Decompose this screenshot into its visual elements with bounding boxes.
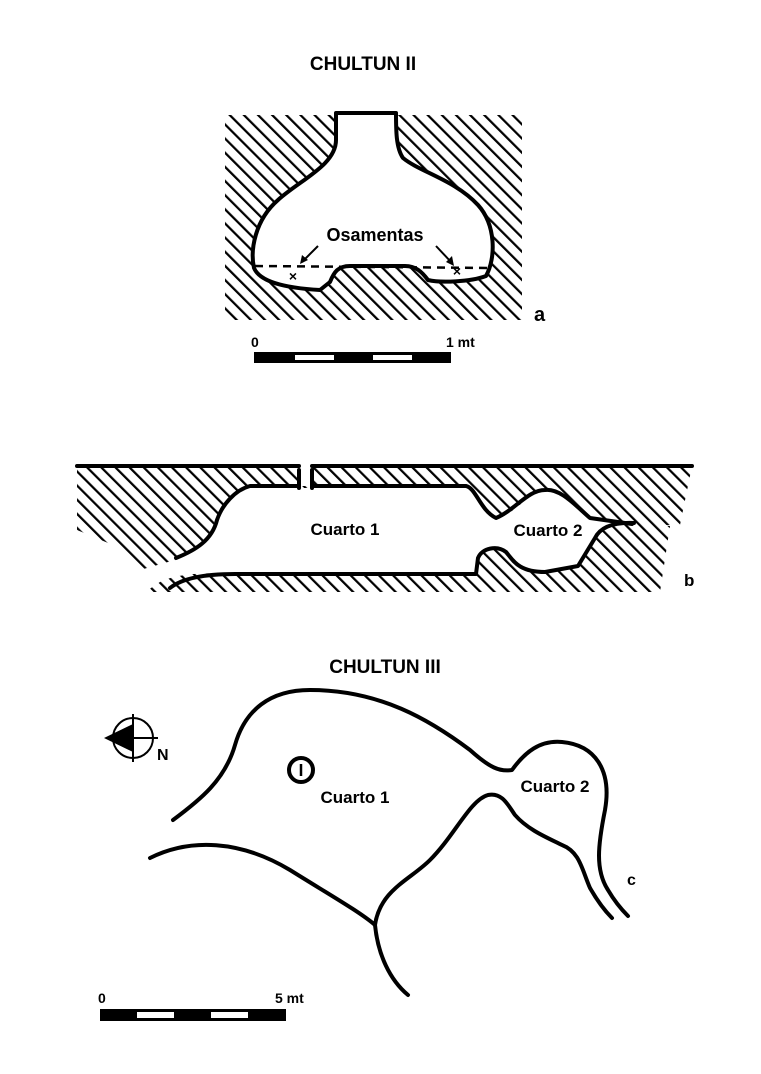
- scale-a-start: 0: [251, 334, 259, 350]
- shaft-opening-icon: [287, 756, 315, 784]
- bone-marker-left: ×: [289, 268, 297, 284]
- chultun-iii-title: CHULTUN III: [329, 657, 441, 678]
- profile-room2-label: Cuarto 2: [514, 521, 583, 540]
- panel-c-letter: c: [627, 872, 636, 889]
- bone-marker-right: ×: [453, 263, 461, 279]
- north-arrow-icon: [104, 714, 158, 762]
- profile-room1-label: Cuarto 1: [311, 520, 380, 539]
- panel-a-section: CHULTUN II × × Osamentas a 0 1 mt: [225, 54, 546, 363]
- rock-lower-b: [145, 521, 670, 592]
- panel-c-plan: CHULTUN III N Cuarto 1 Cuarto 2 c 0 5 mt: [98, 657, 636, 1021]
- scale-c-start: 0: [98, 990, 106, 1006]
- panel-a-letter: a: [534, 304, 546, 326]
- chamber-floor-b: [168, 520, 636, 590]
- chultun-ii-title: CHULTUN II: [310, 54, 416, 75]
- scale-bar-a: [254, 352, 451, 363]
- plan-outline-upper: [171, 688, 630, 918]
- north-label: N: [157, 747, 169, 764]
- scale-a-end: 1 mt: [446, 334, 475, 350]
- bones-arrowhead-right: [446, 256, 454, 266]
- rock-upper-b: [77, 466, 692, 570]
- plan-room2-label: Cuarto 2: [521, 777, 590, 796]
- panel-b-profile: Cuarto 1 Cuarto 2 b: [75, 464, 694, 592]
- plan-room1-label: Cuarto 1: [321, 788, 390, 807]
- scale-c-end: 5 mt: [275, 990, 304, 1006]
- scale-bar-c: [100, 1009, 286, 1021]
- bones-label: Osamentas: [326, 225, 423, 245]
- plan-outline-lower: [148, 792, 614, 927]
- plan-outline-passage: [373, 923, 410, 997]
- panel-b-letter: b: [684, 571, 694, 590]
- floor-dashed-line: [254, 264, 494, 270]
- chamber-ceiling-b: [75, 464, 694, 560]
- bones-arrowhead-left: [300, 255, 308, 264]
